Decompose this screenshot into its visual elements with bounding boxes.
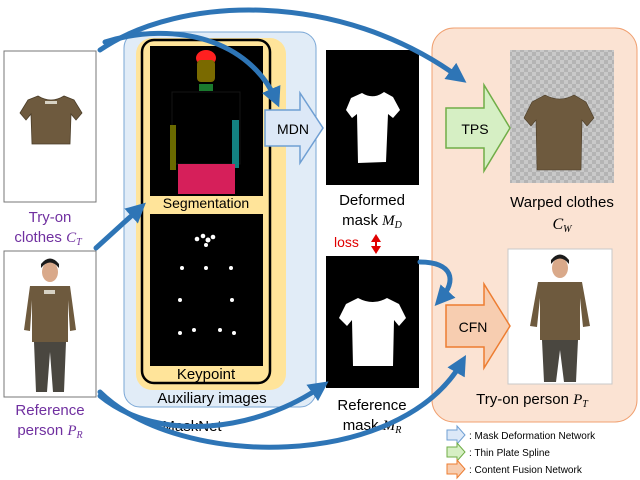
keypoint-label: Keypoint <box>177 366 236 383</box>
flow-arrow-clothes-to-tps <box>97 7 467 83</box>
reference-mask-subscript: R <box>394 425 401 436</box>
tryon-clothes-subscript: T <box>76 237 83 248</box>
loss-double-arrow-icon <box>371 234 381 254</box>
reference-person-label-line1: Reference <box>15 402 84 419</box>
reference-mask-image <box>326 256 419 388</box>
legend-item-cfn: : Content Fusion Network <box>446 458 583 480</box>
deformed-mask-label-line2: mask MD <box>342 212 403 231</box>
tps-label: TPS <box>461 121 488 137</box>
flow-arrows <box>93 7 467 450</box>
keypoint-image <box>150 214 263 366</box>
deformed-mask-symbol: M <box>381 213 396 229</box>
loss-label: loss <box>334 234 359 250</box>
reference-person-symbol: P <box>66 423 76 439</box>
deformed-mask-word: mask <box>342 212 378 229</box>
tryon-person-subscript: T <box>582 399 589 410</box>
flow-arrow-clothes-to-mdn <box>102 30 281 108</box>
warped-clothes-image <box>510 50 614 183</box>
reference-person-image <box>3 250 97 398</box>
flow-arrow-person-to-auxiliary <box>93 202 146 251</box>
legend-arrow-cfn-icon <box>446 458 466 480</box>
tryon-person-symbol: P <box>572 392 582 408</box>
segmentation-image <box>150 46 263 196</box>
flow-arrow-warped-to-cfn <box>417 259 456 306</box>
tryon-person-image <box>507 248 613 385</box>
warped-clothes-label-line1: Warped clothes <box>510 194 614 211</box>
tryon-person-label: Try-on person PT <box>476 391 589 410</box>
tryon-clothes-word: clothes <box>14 229 62 246</box>
tryon-clothes-label-line1: Try-on <box>29 209 72 226</box>
auxiliary-images-label: Auxiliary images <box>157 390 266 407</box>
legend-arrow-mdn-icon <box>446 424 466 446</box>
legend-text-mdn: : Mask Deformation Network <box>469 431 596 442</box>
reference-person-label-line2: person PR <box>17 422 82 441</box>
warped-clothes-label-line2: CW <box>552 216 573 235</box>
tryon-clothes-image <box>3 50 97 203</box>
legend-item-tps: : Thin Plate Spline <box>446 441 550 463</box>
legend: : Mask Deformation Network : Thin Plate … <box>446 424 596 480</box>
segmentation-label: Segmentation <box>163 195 249 211</box>
flow-arrow-person-to-cfn <box>97 355 466 450</box>
tps-block-arrow: TPS <box>445 82 511 174</box>
deformed-mask-image <box>326 50 419 185</box>
cfn-label: CFN <box>459 319 488 335</box>
tryon-clothes-label-line2: clothes CT <box>14 229 83 248</box>
legend-item-mdn: : Mask Deformation Network <box>446 424 596 446</box>
tshirt-icon <box>19 95 83 145</box>
cfn-block-arrow: CFN <box>445 281 511 371</box>
mdn-label: MDN <box>277 121 309 137</box>
mdn-block-arrow: MDN <box>264 90 324 166</box>
warped-clothes-symbol: C <box>552 216 563 233</box>
legend-arrow-tps-icon <box>446 441 466 463</box>
deformed-mask-label-line1: Deformed <box>339 192 405 209</box>
deformed-mask-subscript: D <box>394 220 403 231</box>
reference-mask-label-line1: Reference <box>337 397 406 414</box>
reference-person-subscript: R <box>76 430 83 441</box>
tryon-clothes-symbol: C <box>66 230 77 246</box>
legend-text-cfn: : Content Fusion Network <box>469 465 583 476</box>
tryon-person-word: Try-on person <box>476 391 569 408</box>
reference-person-word: person <box>17 422 63 439</box>
warped-clothes-subscript: W <box>563 224 573 235</box>
legend-text-tps: : Thin Plate Spline <box>469 448 550 459</box>
